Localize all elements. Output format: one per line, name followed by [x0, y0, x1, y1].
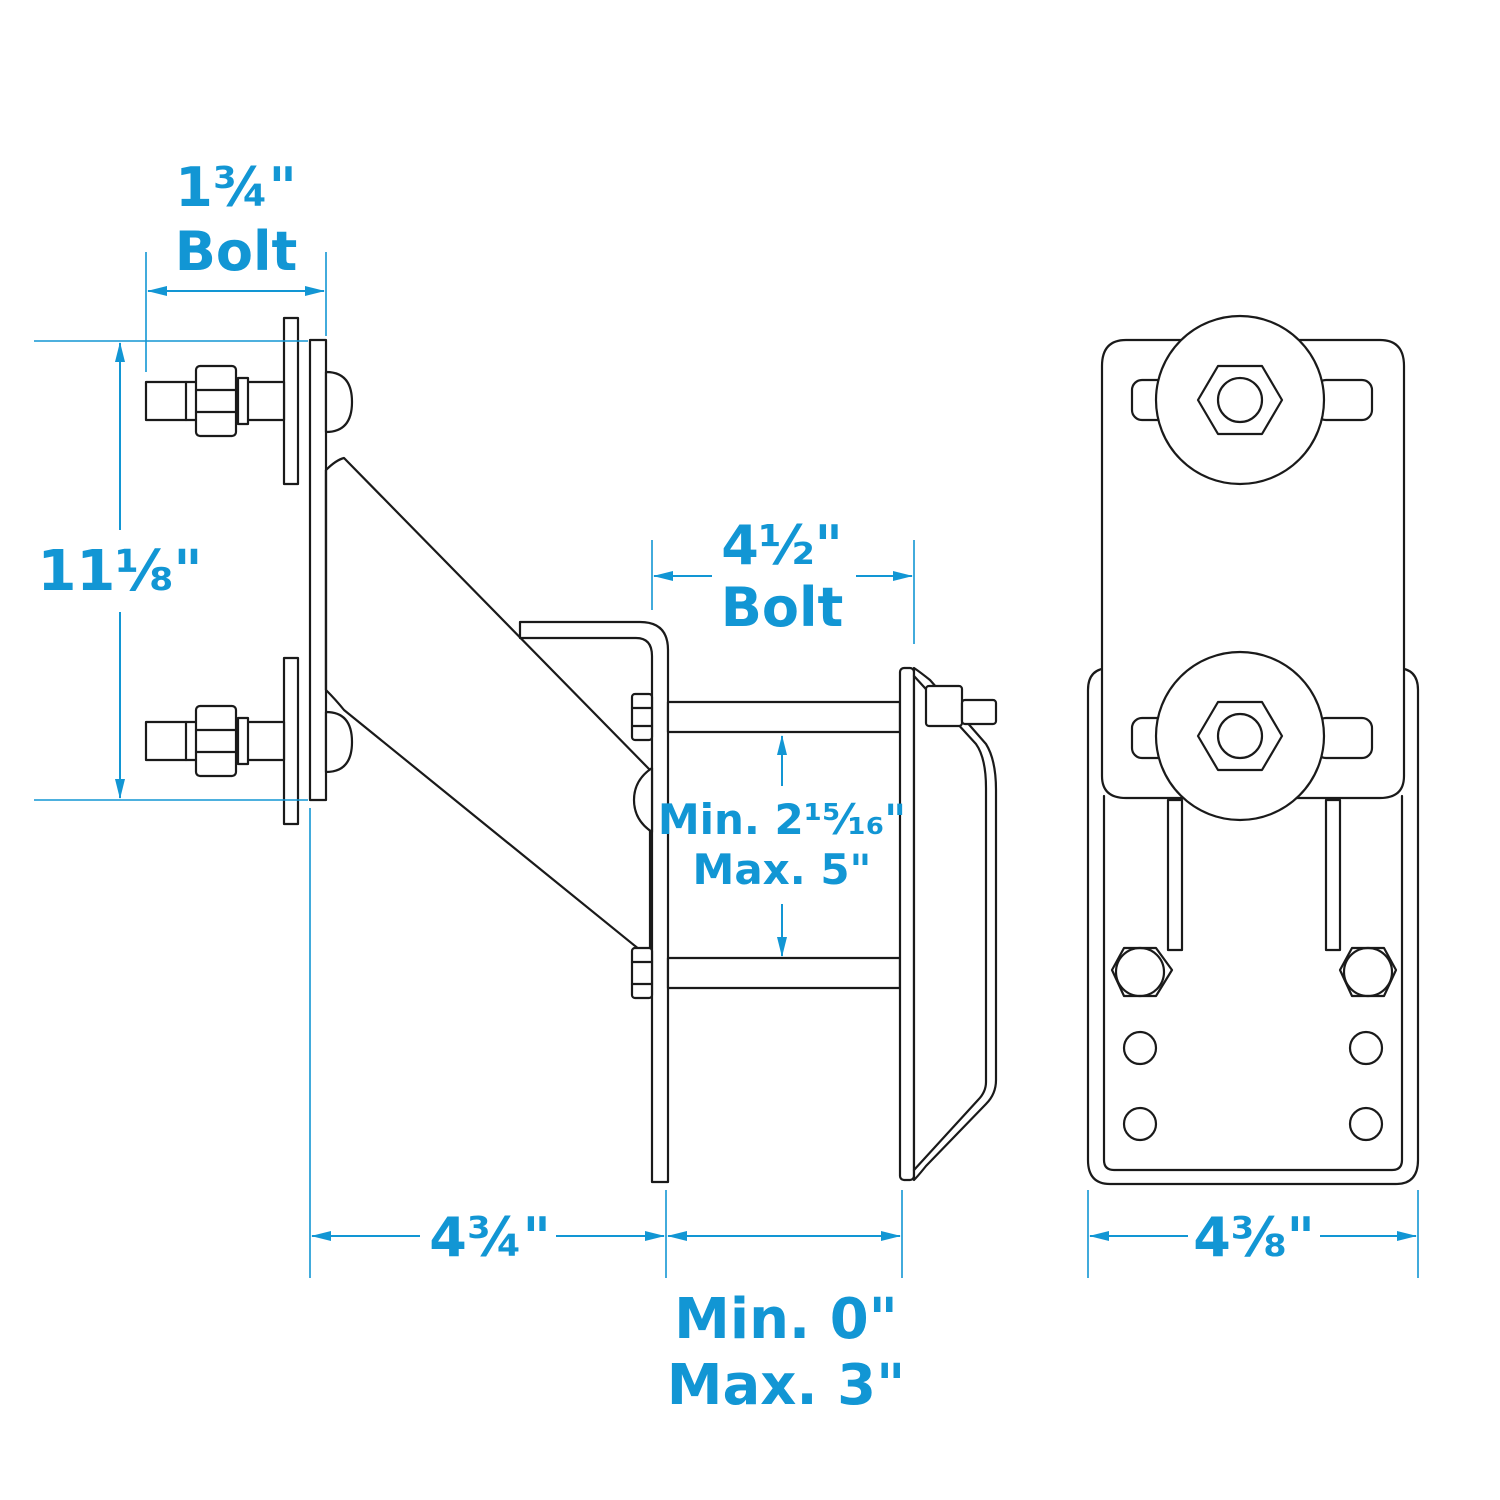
diagonal-arm	[324, 456, 652, 952]
dim-height-lines	[34, 340, 308, 801]
lower-mount-bolt	[144, 704, 354, 778]
dim-plate-width-lines	[1087, 1190, 1419, 1278]
left-hex-bolt-head	[1110, 946, 1174, 998]
dim-bolt-short-lines	[145, 252, 327, 372]
plate-width-value: 4⅜"	[1193, 1206, 1315, 1269]
clamp-nut	[924, 684, 964, 728]
right-hex-bolt-head	[1338, 946, 1398, 998]
dim-arm-length-lines	[309, 808, 667, 1278]
lower-lock-washer	[236, 716, 250, 766]
dim-adjust-lines	[667, 1190, 903, 1278]
bolt-long-value: 4½"	[721, 514, 843, 577]
bolt-long-label: Bolt	[721, 576, 844, 639]
front-view-bracket	[1086, 314, 1420, 1186]
upper-hex-nut	[194, 364, 238, 438]
opening-min: Min. 2¹⁵⁄₁₆"	[658, 795, 906, 844]
hole-left-2	[1122, 1106, 1158, 1142]
opening-max: Max. 5"	[693, 845, 872, 894]
upper-through-bolt	[630, 692, 902, 742]
upper-lock-washer	[236, 376, 250, 426]
side-view-bracket	[144, 316, 998, 1184]
arm-length-value: 4¾"	[429, 1206, 551, 1269]
hole-left-1	[1122, 1030, 1158, 1066]
upper-through-nut	[630, 692, 654, 742]
bolt-short-value: 1¾"	[175, 156, 297, 219]
lower-bolt-end	[1216, 712, 1264, 760]
adjust-max: Max. 3"	[667, 1353, 906, 1418]
dim-bolt-long-lines	[651, 540, 915, 644]
upper-bolt-end	[1216, 376, 1264, 424]
adjust-min: Min. 0"	[674, 1287, 898, 1352]
lower-through-bolt	[630, 946, 902, 1000]
left-guide-rod	[1166, 798, 1184, 952]
arm-pivot-head	[632, 766, 654, 834]
back-plate	[308, 338, 328, 802]
lower-hex-nut	[194, 704, 238, 778]
upper-carriage-head	[324, 370, 354, 434]
height-value: 11⅛"	[37, 539, 202, 604]
clamp-bolt-tip	[960, 698, 998, 726]
hole-right-2	[1348, 1106, 1384, 1142]
clamp-plate	[898, 666, 998, 1182]
upper-spacer-plate	[282, 316, 300, 486]
lower-carriage-head	[324, 710, 354, 774]
upper-mount-bolt	[144, 364, 354, 438]
bent-support-plate	[518, 620, 670, 1184]
hole-right-1	[1348, 1030, 1384, 1066]
lower-through-nut	[630, 946, 654, 1000]
clamp-channel	[912, 666, 998, 1182]
right-guide-rod	[1324, 798, 1342, 952]
lower-spacer-plate	[282, 656, 300, 826]
bolt-short-label: Bolt	[175, 220, 298, 283]
